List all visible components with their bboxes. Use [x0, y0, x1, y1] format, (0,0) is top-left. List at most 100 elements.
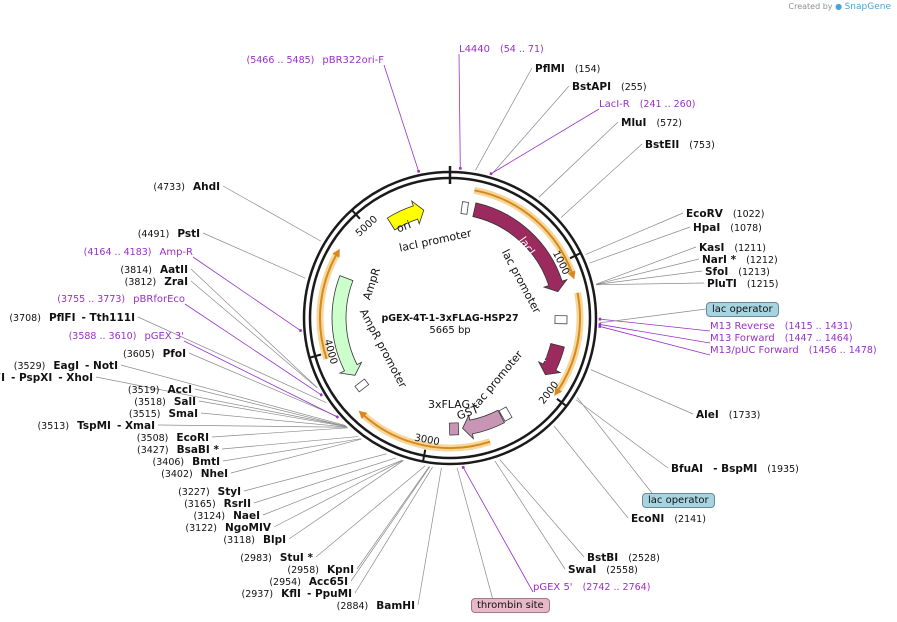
enzyme-label[interactable]: StuI *	[280, 552, 314, 564]
enzyme-label[interactable]: SfoI	[705, 266, 728, 278]
enzyme-leader-line	[589, 226, 691, 264]
enzyme-position: (255)	[621, 82, 647, 93]
thrombin-site-box[interactable]: thrombin site	[471, 598, 550, 613]
enzyme-position: (572)	[656, 118, 682, 129]
ori-feature-arrow[interactable]	[386, 200, 425, 231]
primer-leader-line	[458, 53, 461, 169]
enzyme-label[interactable]: NheI	[201, 468, 228, 480]
enzyme-position: (2884)	[337, 601, 369, 612]
enzyme-label[interactable]: AhdI	[193, 181, 220, 193]
enzyme-leader-line	[356, 466, 430, 570]
enzyme-label[interactable]: ZraI	[164, 276, 188, 288]
primer-position: (54 .. 71)	[500, 44, 544, 55]
enzyme-label[interactable]: StyI	[218, 486, 241, 498]
3xflag-feature-mark[interactable]	[448, 422, 460, 436]
enzyme-label[interactable]: PluTI	[707, 278, 737, 290]
enzyme-label[interactable]: PstI	[177, 228, 200, 240]
lac-operator-box-1[interactable]: lac operator	[706, 302, 779, 317]
enzyme-label[interactable]: - XhoI	[58, 372, 93, 384]
laci-feature-arrow[interactable]	[472, 202, 568, 293]
enzyme-label[interactable]: NgoMIV	[225, 522, 272, 534]
enzyme-label[interactable]: - XmaI	[117, 420, 155, 432]
enzyme-label[interactable]: - PspXI	[11, 372, 52, 384]
enzyme-label[interactable]: SmaI	[169, 408, 199, 420]
enzyme-label[interactable]: RsrII	[224, 498, 251, 510]
enzyme-leader-line	[538, 121, 619, 198]
enzyme-label[interactable]: BstEII	[645, 139, 679, 151]
primer-label[interactable]: pBRforEco	[133, 294, 185, 305]
enzyme-label[interactable]: BstBI	[587, 552, 618, 564]
tac-promoter-mark[interactable]	[498, 406, 513, 422]
enzyme-label[interactable]: SalI	[174, 396, 196, 408]
primer-label[interactable]: Amp-R	[160, 247, 194, 258]
enzyme-leader-line	[202, 232, 306, 279]
enzyme-label[interactable]: BstAPI	[572, 81, 611, 93]
ampr-feature-arrow[interactable]	[331, 275, 363, 376]
enzyme-leader-line	[211, 427, 348, 438]
primer-position: (1447 .. 1464)	[785, 333, 853, 344]
enzyme-label[interactable]: AccI	[168, 384, 192, 396]
enzyme-position: (3814)	[120, 265, 152, 276]
ampr-promoter-mark[interactable]	[354, 378, 370, 393]
laci-promoter-mark[interactable]	[460, 201, 469, 215]
enzyme-label[interactable]: PfoI	[163, 348, 186, 360]
kb-tick	[569, 252, 582, 260]
enzyme-position: (3165)	[184, 499, 216, 510]
enzyme-label[interactable]: KasI	[699, 242, 724, 254]
enzyme-label[interactable]: - BspMI	[713, 463, 757, 475]
enzyme-label[interactable]: EagI	[53, 360, 79, 372]
primer-label[interactable]: M13 Reverse	[710, 321, 775, 332]
primer-leader-line	[490, 108, 600, 175]
lac-operator-box-2[interactable]: lac operator	[642, 493, 715, 508]
enzyme-label[interactable]: BmtI	[192, 456, 220, 468]
enzyme-label[interactable]: PaeR7I	[0, 372, 5, 384]
enzyme-label[interactable]: KflI	[281, 588, 301, 600]
enzyme-label[interactable]: EcoNI	[631, 513, 664, 525]
primer-label[interactable]: pBR322ori-F	[322, 55, 384, 66]
enzyme-label[interactable]: - PpuMI	[307, 588, 352, 600]
enzyme-label[interactable]: KpnI	[327, 564, 354, 576]
kb-tick	[309, 353, 322, 359]
enzyme-label[interactable]: PflFI	[49, 312, 76, 324]
primer-label[interactable]: M13 Forward	[710, 333, 775, 344]
enzyme-label[interactable]: BsaBI *	[177, 444, 220, 456]
enzyme-label[interactable]: BamHI	[376, 600, 415, 612]
enzyme-label[interactable]: TspMI	[77, 420, 111, 432]
enzyme-position: (2983)	[240, 553, 272, 564]
enzyme-label[interactable]: Acc65I	[309, 576, 348, 588]
enzyme-position: (2141)	[674, 514, 706, 525]
primer-label[interactable]: L4440	[459, 44, 490, 55]
primer-label[interactable]: M13/pUC Forward	[710, 345, 799, 356]
primer-leader-line	[462, 467, 534, 593]
enzyme-leader-line	[137, 316, 327, 403]
primer-label[interactable]: pGEX 3'	[144, 331, 184, 342]
enzyme-label[interactable]: NaeI	[233, 510, 260, 522]
primer-label[interactable]: LacI-R	[599, 99, 630, 110]
plasmid-name: pGEX-4T-1-3xFLAG-HSP27	[381, 313, 518, 324]
enzyme-label[interactable]: MluI	[621, 117, 646, 129]
enzyme-label[interactable]: HpaI	[693, 222, 720, 234]
enzyme-label[interactable]: SwaI	[568, 564, 596, 576]
enzyme-label[interactable]: PflMI	[535, 63, 565, 75]
ori-label: ori	[395, 218, 413, 235]
enzyme-position: (1211)	[734, 243, 766, 254]
enzyme-position: (3118)	[223, 535, 255, 546]
lac-promoter-mark[interactable]	[554, 315, 568, 325]
enzyme-label[interactable]: EcoRI	[176, 432, 209, 444]
enzyme-label[interactable]: BlpI	[263, 534, 286, 546]
enzyme-label[interactable]: - Tth111I	[82, 312, 136, 324]
enzyme-label[interactable]: NarI *	[702, 254, 737, 266]
primer-site-mark	[319, 393, 323, 397]
enzyme-label[interactable]: BfuAI	[671, 463, 703, 475]
lacz-alpha-feature-arrow[interactable]	[537, 343, 565, 376]
tac-promoter-label: tac promoter	[469, 348, 525, 412]
enzyme-label[interactable]: AleI	[696, 409, 719, 421]
enzyme-leader-line	[494, 460, 566, 570]
enzyme-label[interactable]: AatII	[160, 264, 188, 276]
primer-label[interactable]: pGEX 5'	[533, 582, 573, 593]
gst-feature-arrow[interactable]	[462, 409, 505, 440]
enzyme-label[interactable]: EcoRV	[686, 208, 724, 220]
primer-leader-line	[599, 324, 711, 344]
enzyme-label[interactable]: - NotI	[85, 360, 118, 372]
